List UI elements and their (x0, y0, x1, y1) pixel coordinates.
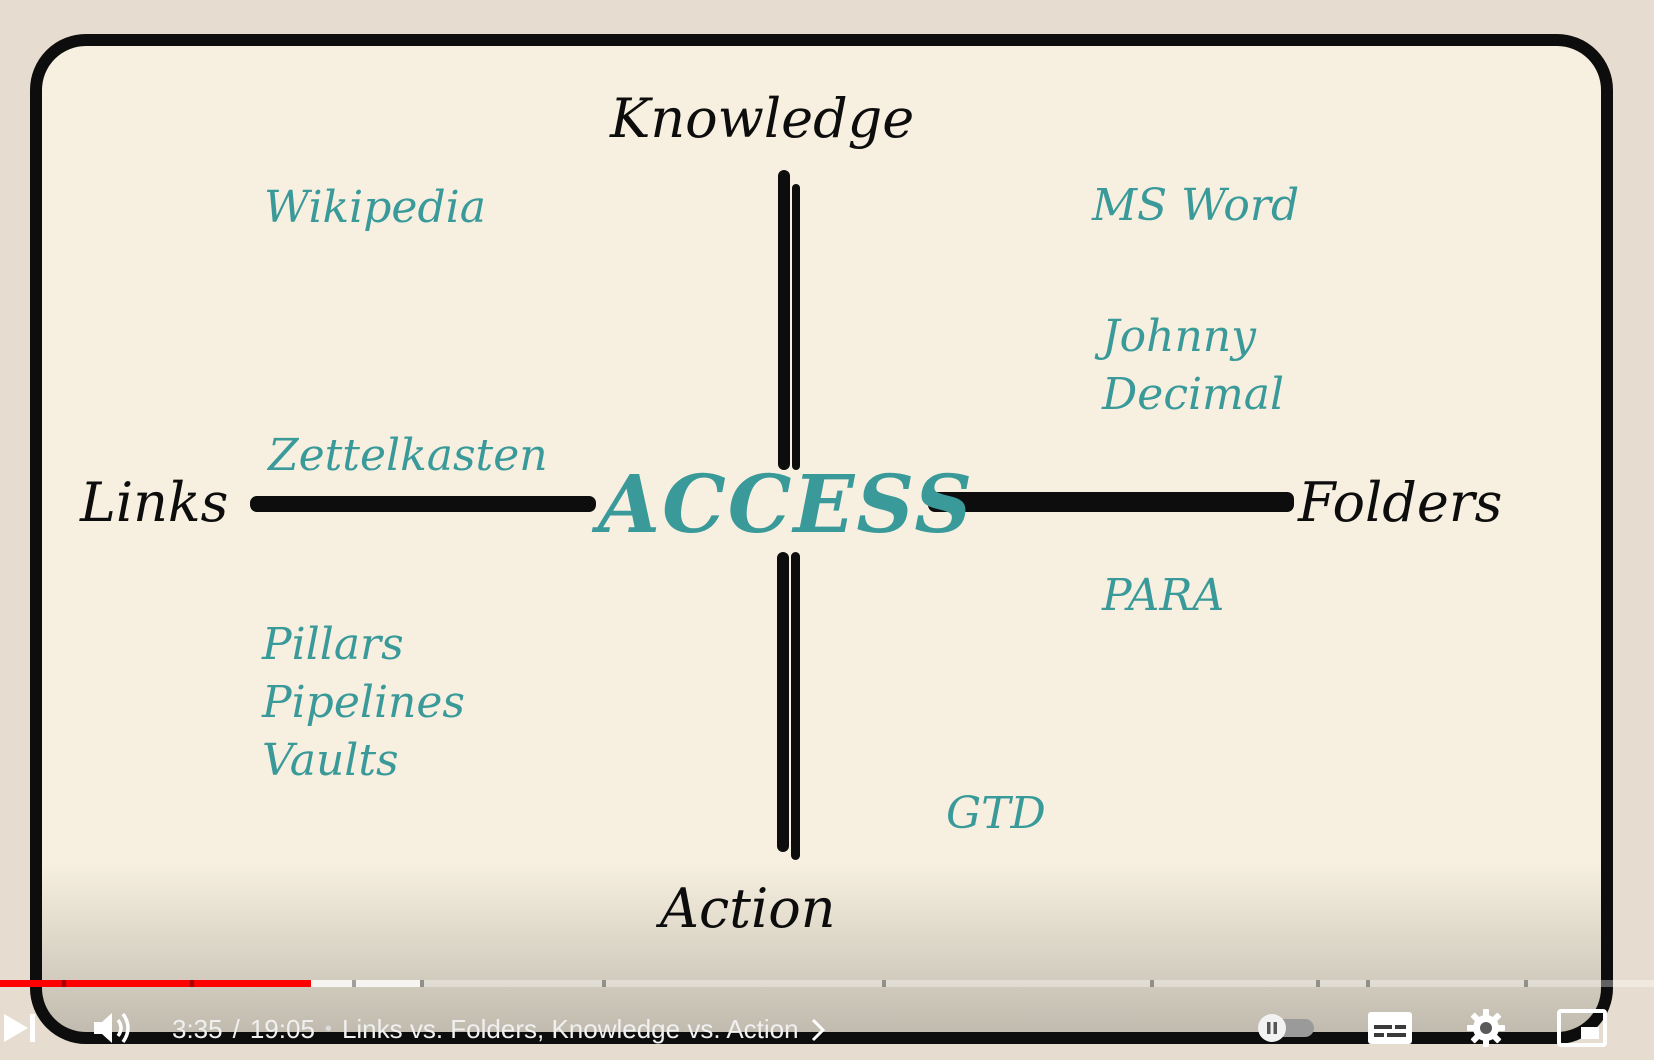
volume-icon (94, 1012, 130, 1044)
subtitles-icon (1368, 1012, 1412, 1044)
axis-label-links: Links (80, 471, 229, 534)
axis-label-folders: Folders (1298, 471, 1503, 534)
next-icon (4, 1014, 35, 1042)
autoplay-toggle-icon (1258, 1014, 1314, 1042)
progress-buffered (246, 980, 420, 987)
tool-wikipedia: Wikipedia (264, 182, 486, 233)
axis-line-bottom-double (791, 552, 800, 860)
tool-pillars: Pillars (262, 619, 404, 670)
tool-pillars-pipelines-vaults: Pillars Pipelines Vaults (262, 616, 465, 790)
center-label-access: ACCESS (598, 457, 975, 551)
chevron-right-icon[interactable] (809, 1017, 827, 1043)
tool-johnny: Johnny (1102, 311, 1256, 362)
chapter-marker (602, 980, 606, 987)
settings-icon (1467, 1009, 1505, 1047)
volume-button[interactable] (90, 1006, 136, 1050)
tool-gtd: GTD (946, 788, 1046, 839)
tool-para: PARA (1102, 570, 1225, 621)
tool-ms-word: MS Word (1092, 180, 1300, 231)
settings-button[interactable] (1464, 1006, 1508, 1050)
time-display: 3:35 / 19:05 • Links vs. Folders, Knowle… (172, 1014, 827, 1045)
progress-played (0, 980, 311, 987)
autoplay-toggle[interactable] (1250, 1006, 1320, 1050)
axis-line-bottom (777, 552, 789, 852)
miniplayer-icon (1557, 1009, 1607, 1047)
player-controls: 3:35 / 19:05 • Links vs. Folders, Knowle… (0, 996, 1654, 1060)
current-time: 3:35 (172, 1014, 223, 1044)
chapter-marker (1150, 980, 1154, 987)
duration: 19:05 (249, 1014, 315, 1044)
next-button[interactable] (0, 1006, 40, 1050)
tool-decimal: Decimal (1102, 369, 1285, 420)
chapter-marker (1524, 980, 1528, 987)
axis-line-top-double (792, 184, 800, 470)
chapter-marker (62, 980, 66, 987)
axis-line-top (778, 170, 790, 470)
chapter-title[interactable]: Links vs. Folders, Knowledge vs. Action (341, 1014, 799, 1044)
chapter-marker (1316, 980, 1320, 987)
axis-label-action: Action (660, 877, 836, 940)
axis-line-left (250, 496, 596, 512)
tool-johnny-decimal: Johnny Decimal (1102, 308, 1284, 424)
miniplayer-button[interactable] (1556, 1006, 1608, 1050)
progress-bar[interactable] (0, 980, 1654, 987)
tool-pipelines: Pipelines (262, 677, 465, 728)
time-separator: / (232, 1014, 240, 1044)
tool-vaults: Vaults (262, 735, 399, 786)
tool-zettelkasten: Zettelkasten (268, 430, 548, 481)
chapter-marker (420, 980, 424, 987)
axis-line-right (928, 492, 1294, 512)
chapter-marker (882, 980, 886, 987)
axis-label-knowledge: Knowledge (610, 87, 915, 150)
chapter-bullet: • (324, 1018, 332, 1040)
chapter-marker (190, 980, 194, 987)
video-frame[interactable]: Knowledge Action Links Folders ACCESS Wi… (30, 34, 1613, 1044)
subtitles-button[interactable] (1366, 1006, 1414, 1050)
chapter-marker (1366, 980, 1370, 987)
chapter-marker (352, 980, 356, 987)
